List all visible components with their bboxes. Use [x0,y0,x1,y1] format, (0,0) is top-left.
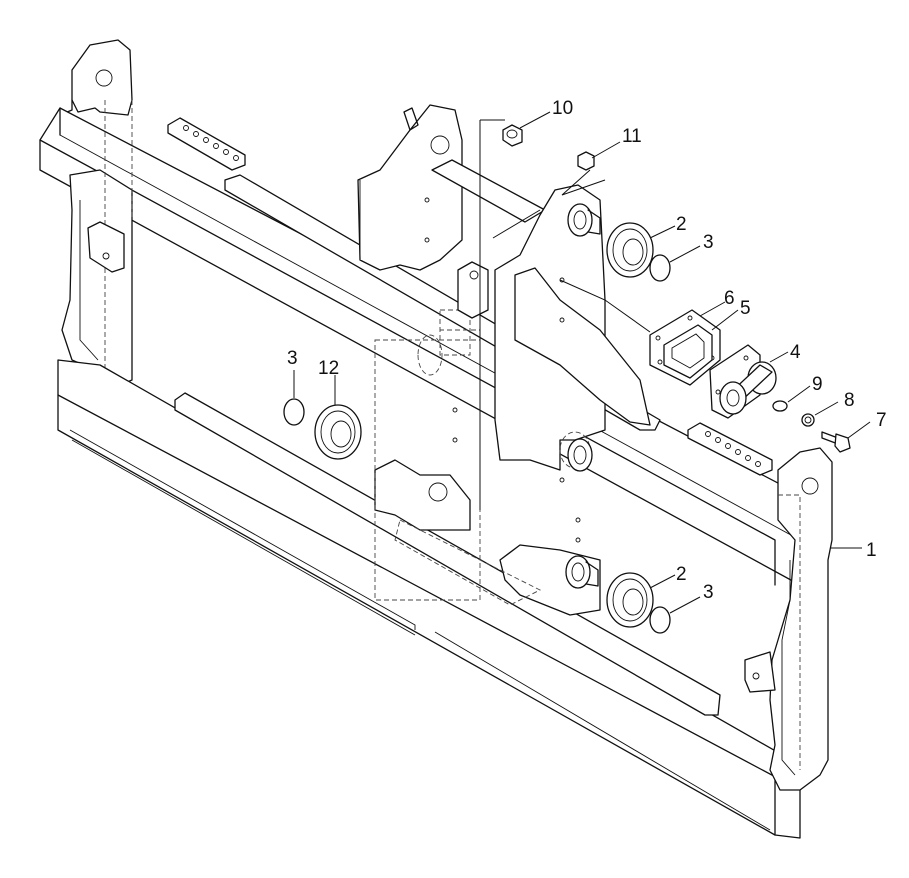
callout-3-upper: 3 [703,232,714,253]
part-10-grease-fitting [502,124,523,147]
callout-12: 12 [318,358,339,379]
part-2-bearing-upper [606,222,654,278]
leader-lines [293,111,871,614]
hook-plate-right [452,184,651,471]
callout-5: 5 [740,298,751,319]
callout-10: 10 [552,98,573,119]
callout-3-lower: 3 [703,582,714,603]
carriage-frame [39,39,833,839]
callout-8: 8 [844,390,855,411]
callout-9: 9 [812,374,823,395]
callout-11: 11 [622,126,642,147]
callout-7: 7 [876,410,887,431]
callout-4: 4 [790,342,801,363]
part-12-bearing [314,404,362,460]
center-block [457,261,489,319]
callout-6: 6 [724,288,735,309]
part-7-bolt [821,431,851,453]
mid-axle-stub [567,438,593,472]
part-3-snap-ring-lower [649,606,671,634]
hole-strip-right [705,431,761,467]
hole-strip-left [183,125,239,161]
upper-axle-stub [567,203,601,237]
callout-2-upper: 2 [676,214,687,235]
part-11-grease-fitting [577,151,595,171]
callout-2-lower: 2 [676,564,687,585]
part-9-washer [772,400,788,412]
part-3-snap-ring-upper [649,254,671,282]
callout-labels: 10 11 2 3 6 5 4 9 8 7 1 3 12 2 3 [287,98,887,603]
callout-1: 1 [866,540,877,561]
part-8-nut [801,413,815,427]
lower-axle-stub [565,555,599,589]
part-2-bearing-lower [606,572,654,628]
part-5-bracket [663,324,713,379]
part-4-side-roller [709,344,777,419]
callout-3-left: 3 [287,348,298,369]
part-3-snap-ring-left [283,398,305,426]
center-column-hidden [374,339,481,601]
